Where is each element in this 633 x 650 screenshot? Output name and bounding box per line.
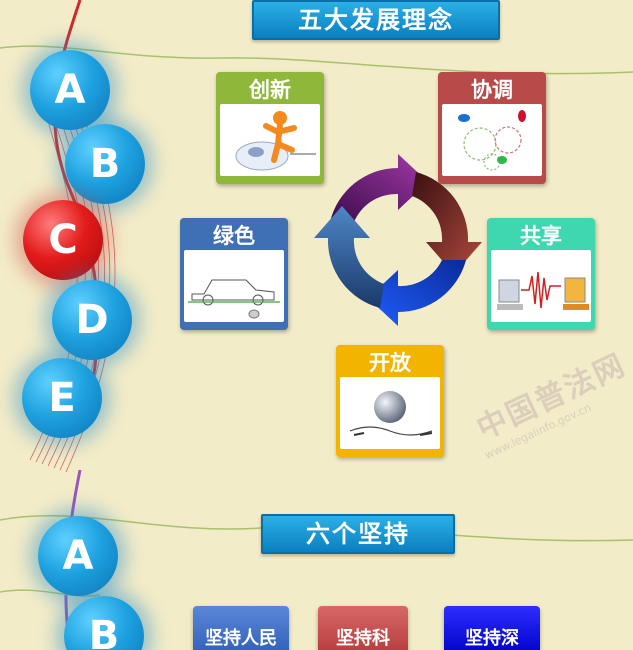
globe-icon <box>349 391 433 436</box>
innovate-illustration <box>220 104 320 176</box>
concept-card-open[interactable]: 开放 <box>336 345 444 457</box>
share-illustration <box>491 250 591 322</box>
keep-button-deepen[interactable]: 坚持深 <box>444 606 540 650</box>
keep-button-people[interactable]: 坚持人民 <box>193 606 289 650</box>
concept-card-share[interactable]: 共享 <box>487 218 595 330</box>
concept-label-coordinate: 协调 <box>471 78 513 102</box>
cycle-arrows-icon <box>314 154 482 326</box>
letter-ball-b[interactable]: B <box>65 124 145 204</box>
concept-card-innovate[interactable]: 创新 <box>216 72 324 184</box>
gears-icon <box>458 110 526 171</box>
car-icon <box>188 279 280 319</box>
concept-label-innovate: 创新 <box>249 78 291 102</box>
open-illustration <box>340 377 440 449</box>
section-title-six-persist: 六个坚持 <box>261 514 455 554</box>
green-illustration <box>184 250 284 322</box>
concept-card-green[interactable]: 绿色 <box>180 218 288 330</box>
letter-ball-e[interactable]: E <box>22 358 102 438</box>
concept-label-green: 绿色 <box>213 224 255 248</box>
network-signal-icon <box>497 271 589 310</box>
letter-ball-a-lower[interactable]: A <box>38 516 118 596</box>
person-on-mouse-icon <box>235 111 316 171</box>
letter-ball-d[interactable]: D <box>52 280 132 360</box>
keep-button-science[interactable]: 坚持科 <box>318 606 408 650</box>
letter-ball-c[interactable]: C <box>23 200 103 280</box>
concept-label-open: 开放 <box>369 351 411 375</box>
concept-label-share: 共享 <box>520 224 562 248</box>
concept-card-coordinate[interactable]: 协调 <box>438 72 546 184</box>
section-title-five-concepts: 五大发展理念 <box>252 0 500 40</box>
letter-ball-a[interactable]: A <box>30 50 110 130</box>
coordinate-illustration <box>442 104 542 176</box>
